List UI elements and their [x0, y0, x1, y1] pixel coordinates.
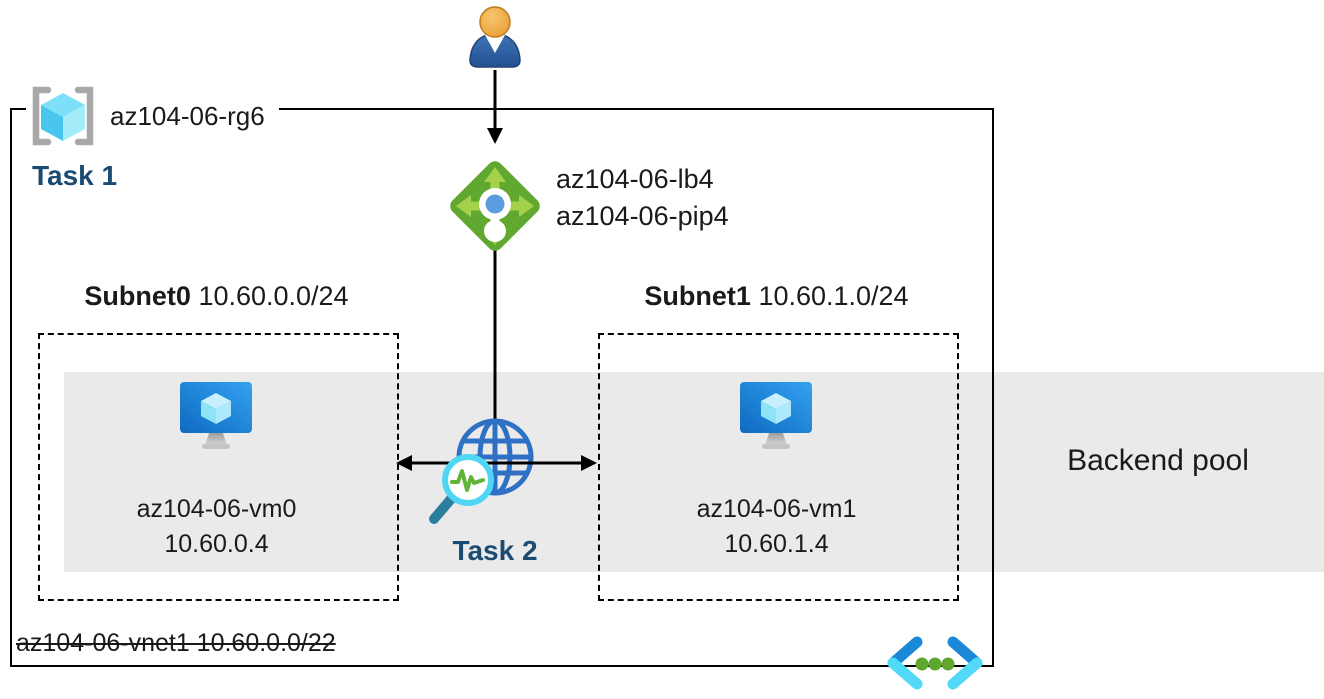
- subnet0-name: Subnet0: [84, 281, 191, 311]
- vm0-label: az104-06-vm0 10.60.0.4: [38, 492, 395, 562]
- load-balancer-labels: az104-06-lb4 az104-06-pip4: [556, 161, 729, 235]
- task2-label: Task 2: [452, 535, 538, 566]
- subnet1-name: Subnet1: [644, 281, 751, 311]
- public-ip-name: az104-06-pip4: [556, 201, 729, 231]
- vm0-name: az104-06-vm0: [136, 495, 297, 523]
- vm0-icon: [180, 382, 252, 449]
- virtual-network-icon: [887, 636, 983, 690]
- load-balancer-icon: [450, 161, 540, 251]
- load-balancer-name: az104-06-lb4: [556, 164, 714, 194]
- subnet1-box: [598, 333, 959, 601]
- subnet1-cidr: 10.60.1.0/24: [758, 281, 909, 311]
- vm1-ip: 10.60.1.4: [724, 530, 829, 558]
- resource-group-name: az104-06-rg6: [110, 100, 265, 131]
- vm1-name: az104-06-vm1: [696, 495, 857, 523]
- vm1-label: az104-06-vm1 10.60.1.4: [598, 492, 955, 562]
- backend-pool-label: Backend pool: [1067, 444, 1249, 477]
- vm0-ip: 10.60.0.4: [164, 530, 269, 558]
- subnet0-cidr: 10.60.0.0/24: [198, 281, 349, 311]
- resource-group-label: az104-06-rg6: [26, 84, 279, 148]
- subnet0-label: Subnet0 10.60.0.0/24: [38, 281, 395, 312]
- resource-group-icon: [32, 86, 94, 146]
- task1-label: Task 1: [32, 160, 118, 191]
- user-icon: [469, 6, 521, 68]
- backend-pool-band: [64, 372, 1324, 572]
- subnet1-label: Subnet1 10.60.1.0/24: [598, 281, 955, 312]
- resource-group-box: [10, 108, 994, 667]
- vm1-icon: [740, 382, 812, 449]
- vnet-label: az104-06-vnet1 10.60.0.0/22: [16, 629, 336, 657]
